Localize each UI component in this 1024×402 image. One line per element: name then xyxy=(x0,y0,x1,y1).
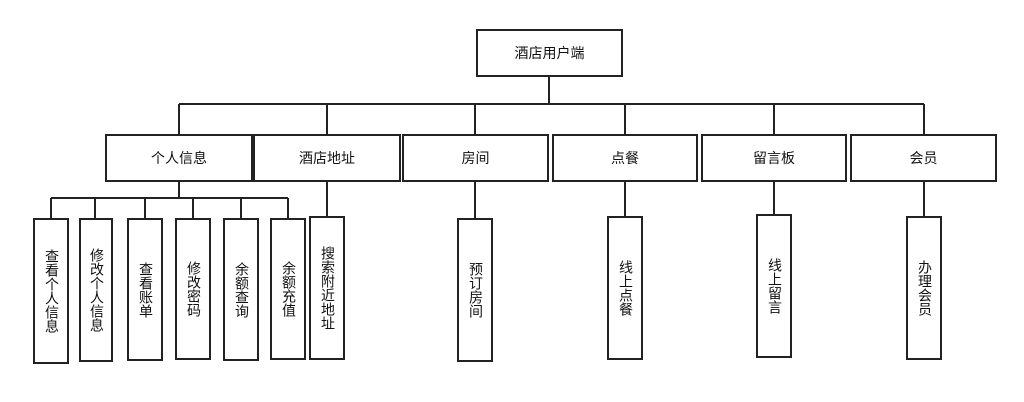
leaf-view-bill: 查看账单 xyxy=(127,218,163,361)
leaf-label: 查看账单 xyxy=(137,261,153,318)
module-label: 留言板 xyxy=(753,151,795,167)
module-label: 会员 xyxy=(909,151,938,167)
leaf-label: 搜索附近地址 xyxy=(319,246,335,330)
root-label: 酒店用户端 xyxy=(514,46,585,62)
module-ordering: 点餐 xyxy=(552,134,698,182)
leaf-apply-membership: 办理会员 xyxy=(906,216,942,360)
module-hotel-address: 酒店地址 xyxy=(253,134,401,182)
module-label: 房间 xyxy=(461,151,490,167)
leaf-label: 查看个人信息 xyxy=(43,249,59,333)
leaf-label: 线上留言 xyxy=(766,258,782,314)
leaf-online-ordering: 线上点餐 xyxy=(607,216,643,360)
leaf-label: 线上点餐 xyxy=(617,260,633,316)
module-personal-info: 个人信息 xyxy=(105,134,253,182)
module-label: 酒店地址 xyxy=(299,151,355,167)
leaf-label: 办理会员 xyxy=(916,260,932,316)
leaf-label: 余额查询 xyxy=(233,261,249,318)
module-label: 点餐 xyxy=(611,151,639,167)
leaf-edit-personal-info: 修改个人信息 xyxy=(79,218,113,362)
leaf-balance-recharge: 余额充值 xyxy=(270,218,306,360)
leaf-label: 修改密码 xyxy=(185,261,201,317)
leaf-view-personal-info: 查看个人信息 xyxy=(33,218,69,364)
leaf-label: 修改个人信息 xyxy=(88,248,104,332)
module-label: 个人信息 xyxy=(151,151,207,167)
leaf-balance-query: 余额查询 xyxy=(223,218,259,361)
root-node: 酒店用户端 xyxy=(476,29,623,77)
leaf-label: 预订房间 xyxy=(467,262,483,318)
leaf-change-password: 修改密码 xyxy=(175,218,211,360)
leaf-label: 余额充值 xyxy=(280,261,296,317)
leaf-online-message: 线上留言 xyxy=(756,214,792,358)
leaf-search-nearby-address: 搜索附近地址 xyxy=(309,216,345,360)
module-room: 房间 xyxy=(402,134,549,182)
module-membership: 会员 xyxy=(850,134,997,182)
leaf-book-room: 预订房间 xyxy=(457,218,493,362)
module-message-board: 留言板 xyxy=(701,134,847,182)
